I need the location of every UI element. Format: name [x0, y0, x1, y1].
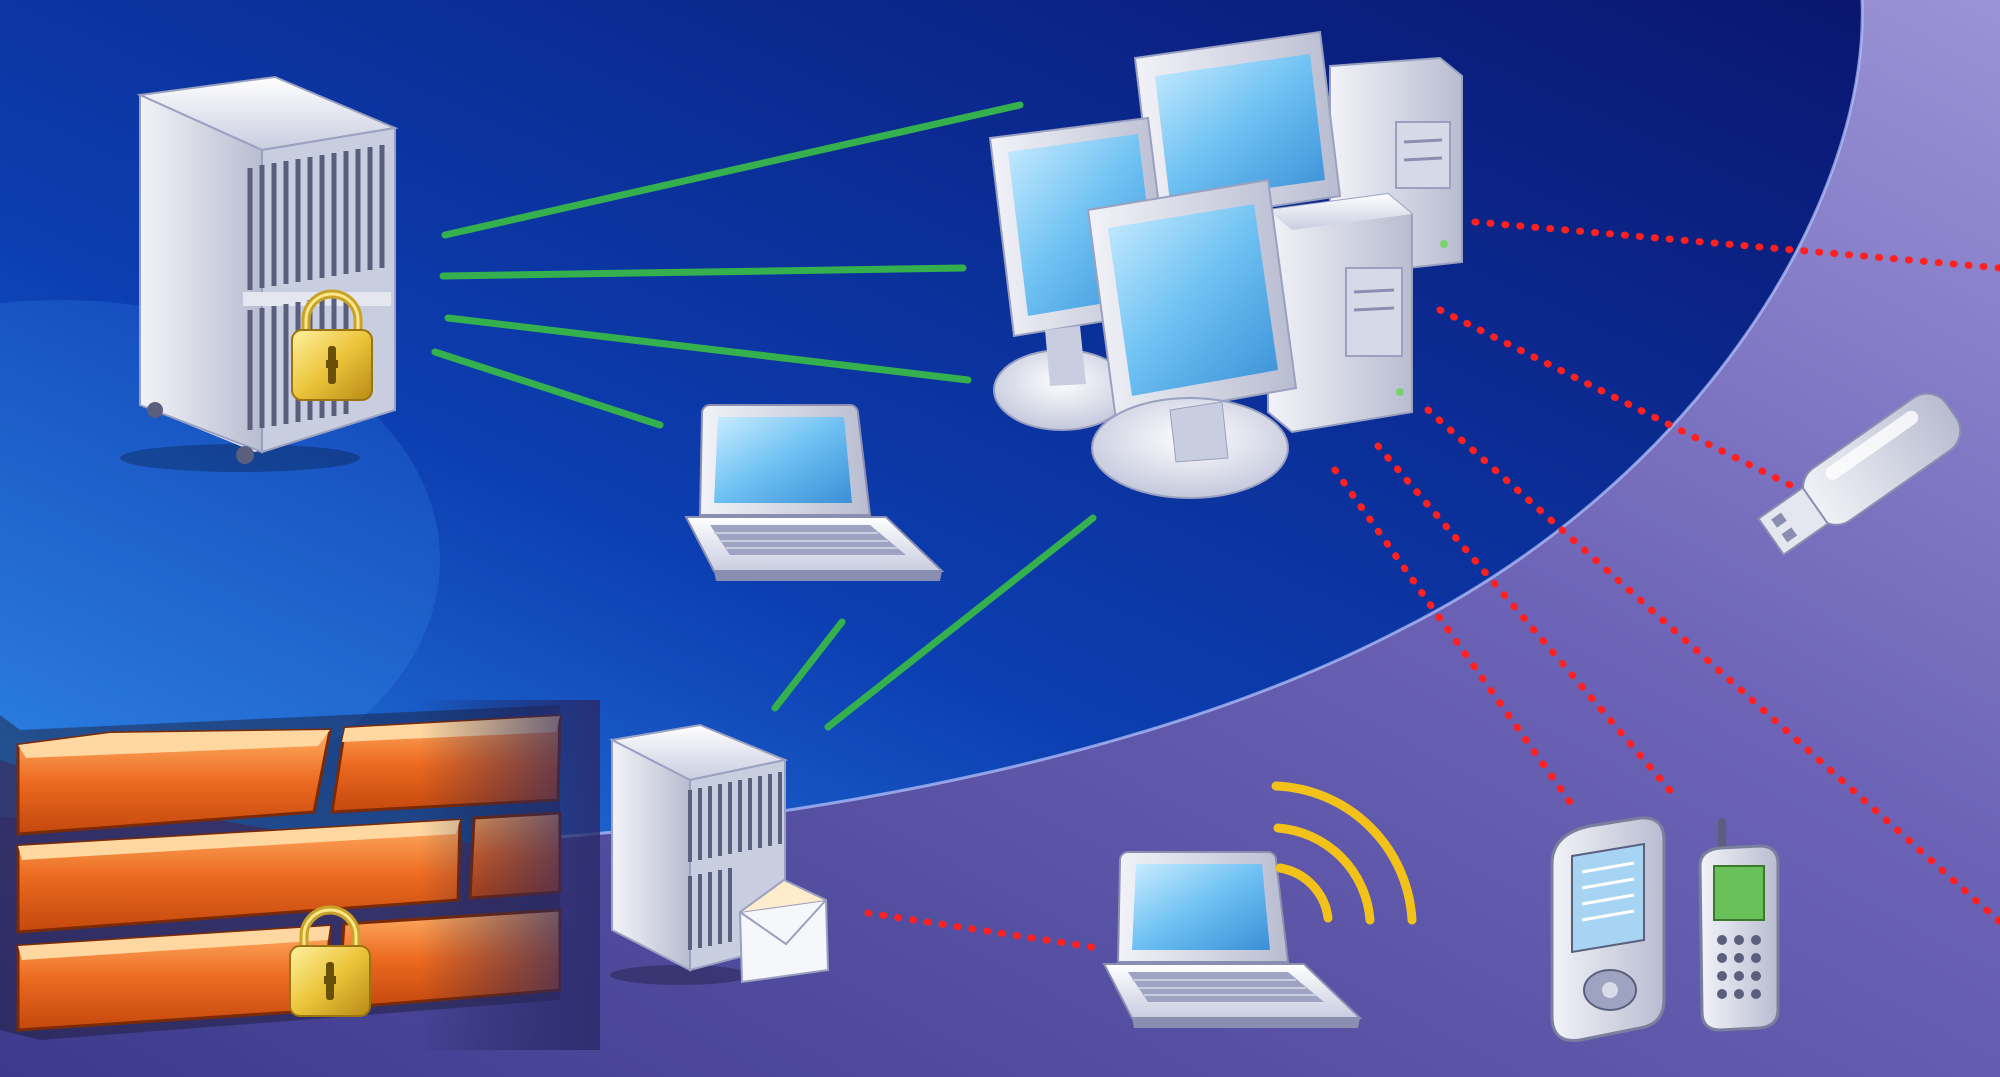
secure-server-icon — [120, 77, 395, 472]
firewall-icon — [0, 700, 600, 1050]
pda-icon — [1552, 818, 1664, 1041]
mobile-phone-icon — [1700, 818, 1778, 1030]
